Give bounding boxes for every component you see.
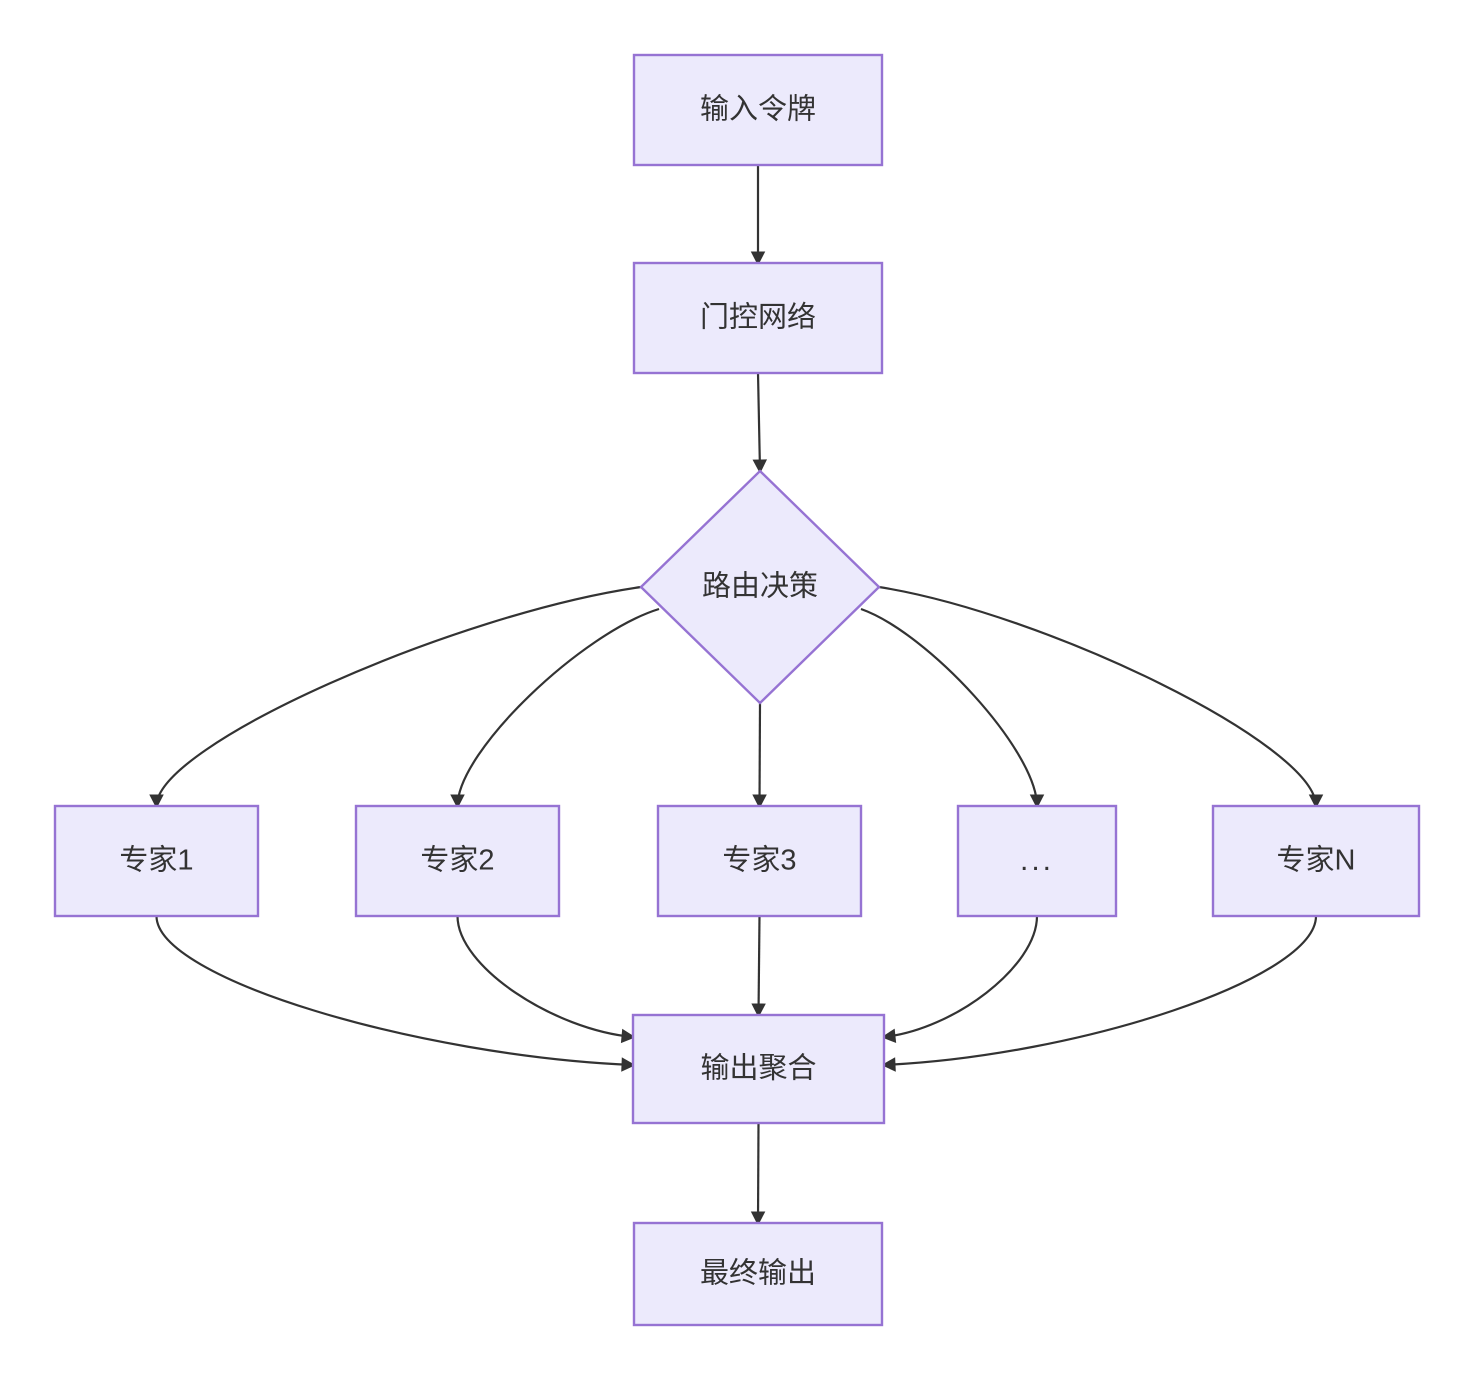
node-expert2[interactable]: 专家2 bbox=[354, 804, 561, 918]
edge-expert3-to-aggregate bbox=[751, 915, 766, 1018]
edge-ellipsis-to-aggregate bbox=[881, 915, 1039, 1043]
edge-route-to-ellipsis bbox=[860, 607, 1045, 809]
node-shape-expertN bbox=[1211, 804, 1421, 918]
edge-gate-to-route bbox=[752, 372, 768, 474]
node-shape-aggregate bbox=[631, 1013, 886, 1125]
edge-route-to-expert1 bbox=[149, 585, 642, 809]
node-final[interactable]: 最终输出 bbox=[632, 1221, 884, 1327]
node-shape-final bbox=[632, 1221, 884, 1327]
edge-route-to-expert3 bbox=[752, 702, 767, 809]
node-expertN[interactable]: 专家N bbox=[1211, 804, 1421, 918]
node-gate[interactable]: 门控网络 bbox=[632, 261, 884, 375]
node-expert1[interactable]: 专家1 bbox=[53, 804, 260, 918]
node-shape-ellipsis bbox=[956, 804, 1118, 918]
edge-aggregate-to-final bbox=[750, 1122, 766, 1226]
edge-layer bbox=[149, 165, 1324, 1226]
edge-route-to-expertN bbox=[878, 585, 1324, 809]
node-aggregate[interactable]: 输出聚合 bbox=[631, 1013, 886, 1125]
node-input[interactable]: 输入令牌 bbox=[632, 53, 884, 167]
node-shape-expert2 bbox=[354, 804, 561, 918]
node-route[interactable]: 路由决策 bbox=[639, 469, 881, 705]
node-shape-gate bbox=[632, 261, 884, 375]
node-shape-expert3 bbox=[656, 804, 863, 918]
node-shape-expert1 bbox=[53, 804, 260, 918]
node-ellipsis[interactable]: ... bbox=[956, 804, 1118, 918]
edge-expertN-to-aggregate bbox=[881, 915, 1318, 1072]
edge-expert1-to-aggregate bbox=[155, 915, 636, 1072]
node-expert3[interactable]: 专家3 bbox=[656, 804, 863, 918]
node-shape-input bbox=[632, 53, 884, 167]
edge-route-to-expert2 bbox=[450, 607, 660, 809]
edge-expert2-to-aggregate bbox=[456, 915, 636, 1044]
node-shape-route bbox=[639, 469, 881, 705]
